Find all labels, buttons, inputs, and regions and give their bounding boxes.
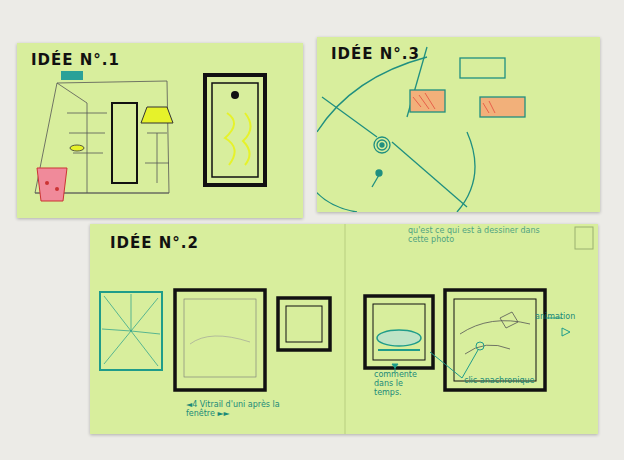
handwritten-note: animation	[535, 312, 595, 321]
handwritten-note: clic anachronique	[464, 376, 554, 385]
note-heading: IDÉE N°.1	[31, 51, 120, 69]
handwritten-note: ◄4 Vitrail d'uni après la fenêtre ►►	[186, 400, 298, 418]
note-heading: IDÉE N°.2	[110, 234, 199, 252]
sketch	[317, 37, 600, 212]
sticky-note: IDÉE N°.3	[317, 37, 600, 212]
sketch	[90, 224, 598, 434]
sticky-note: IDÉE N°.2 ◄4 Vitrail d'uni après la fenêt…	[90, 224, 598, 434]
sticky-note: IDÉE N°.1	[17, 43, 303, 218]
sketch	[17, 43, 303, 218]
handwritten-note: commente dans le temps.	[374, 370, 426, 398]
handwritten-note: qu'est ce qui est à dessiner dans cette …	[408, 226, 558, 244]
note-heading: IDÉE N°.3	[331, 45, 420, 63]
